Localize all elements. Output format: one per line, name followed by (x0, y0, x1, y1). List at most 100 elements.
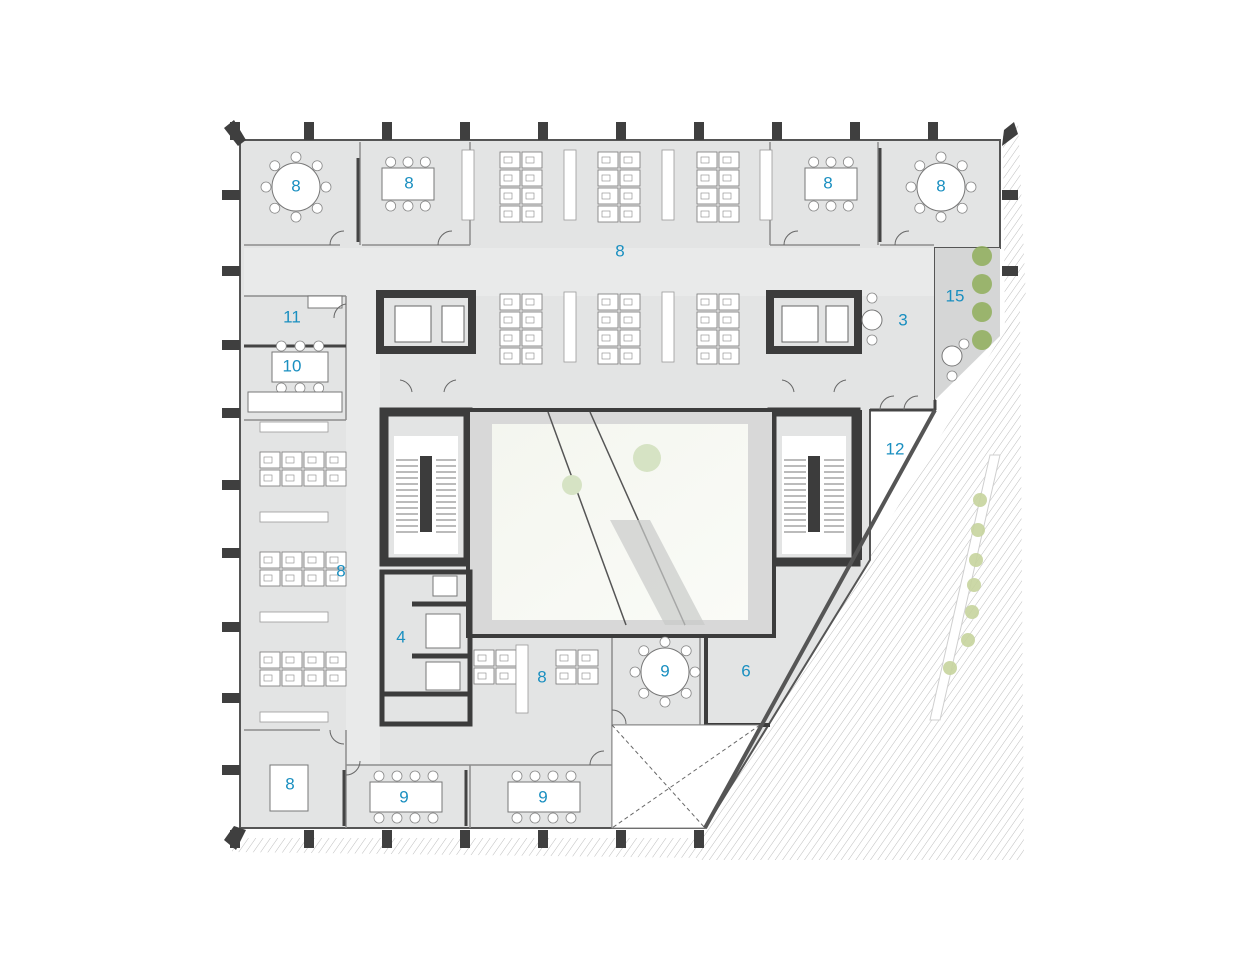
desk (473, 667, 495, 685)
kitchen-counter (247, 391, 343, 413)
meeting-tables (247, 151, 977, 824)
chair (269, 202, 281, 214)
desk-monitor (263, 556, 273, 564)
corner-column (224, 826, 246, 850)
desk-monitor (700, 316, 710, 324)
chair (529, 812, 541, 824)
label-toilets: 4 (396, 627, 405, 646)
desk-monitor (623, 156, 633, 164)
desk (555, 649, 577, 667)
desk-monitor (307, 656, 317, 664)
planter-plant (967, 578, 981, 592)
desk-panel (661, 149, 675, 221)
terrace-plant (972, 330, 992, 350)
desk-panel (661, 291, 675, 363)
chair (511, 812, 523, 824)
mullion (694, 122, 704, 140)
mullion (694, 830, 704, 848)
desk (555, 667, 577, 685)
desk (495, 667, 517, 685)
planter-plant (965, 605, 979, 619)
chair (409, 812, 421, 824)
planter-plant (943, 661, 957, 675)
desk-monitor (329, 456, 339, 464)
desk-monitor (263, 656, 273, 664)
desk-monitor (525, 192, 535, 200)
desk (619, 293, 641, 311)
west-corridor (346, 296, 380, 766)
desk-monitor (329, 556, 339, 564)
chair (680, 645, 692, 657)
desk-monitor (581, 654, 591, 662)
label-meeting-round-ne: 8 (936, 176, 945, 195)
chair (547, 770, 559, 782)
desk (718, 205, 740, 223)
desk-monitor (499, 672, 509, 680)
mullion (772, 122, 782, 140)
desk-monitor (623, 352, 633, 360)
terrace-plant (972, 246, 992, 266)
desk (325, 551, 347, 569)
mullion (222, 693, 240, 703)
round-table (271, 162, 321, 212)
mullion (222, 765, 240, 775)
desk (303, 469, 325, 487)
desk-monitor (307, 556, 317, 564)
desk (281, 551, 303, 569)
label-meeting-rect-n2: 8 (823, 173, 832, 192)
chair (311, 160, 323, 172)
label-open-office-west: 8 (336, 561, 345, 580)
mullion (222, 480, 240, 490)
desk (718, 311, 740, 329)
desk (597, 205, 619, 223)
terrace-plants (972, 246, 992, 350)
chair (680, 687, 692, 699)
desk (259, 469, 281, 487)
desk-panel (515, 644, 529, 714)
desk-monitor (700, 156, 710, 164)
desk-monitor (601, 174, 611, 182)
desk-monitor (263, 474, 273, 482)
desk-monitor (601, 192, 611, 200)
desk (281, 451, 303, 469)
chair (511, 770, 523, 782)
desk (718, 293, 740, 311)
rect-table (507, 781, 581, 813)
desk (696, 169, 718, 187)
label-meeting-rect-n1: 8 (404, 173, 413, 192)
atrium-tree-1 (633, 444, 661, 472)
chair (825, 156, 837, 168)
terrace-table (941, 345, 963, 367)
chair (529, 770, 541, 782)
label-open-office-north: 8 (615, 241, 624, 260)
chair (825, 200, 837, 212)
mullion (1002, 266, 1018, 276)
desk (619, 329, 641, 347)
desk (473, 649, 495, 667)
chair (565, 812, 577, 824)
chair (914, 160, 926, 172)
rect-table (269, 764, 309, 812)
desk (303, 569, 325, 587)
desk-monitor (623, 192, 633, 200)
atrium-tree-2 (562, 475, 582, 495)
desk-monitor (623, 298, 633, 306)
desk-monitor (722, 334, 732, 342)
desk (281, 651, 303, 669)
mullion (304, 830, 314, 848)
desk-monitor (525, 210, 535, 218)
desk (281, 569, 303, 587)
desk (696, 329, 718, 347)
desk-monitor (477, 672, 487, 680)
desk-monitor (581, 672, 591, 680)
desk-monitor (623, 316, 633, 324)
north-corridor (244, 248, 934, 296)
chair (842, 156, 854, 168)
chair (905, 181, 917, 193)
round-table (916, 162, 966, 212)
desk-panel (259, 511, 329, 523)
desk (597, 293, 619, 311)
chair (659, 636, 671, 648)
desk-monitor (525, 298, 535, 306)
